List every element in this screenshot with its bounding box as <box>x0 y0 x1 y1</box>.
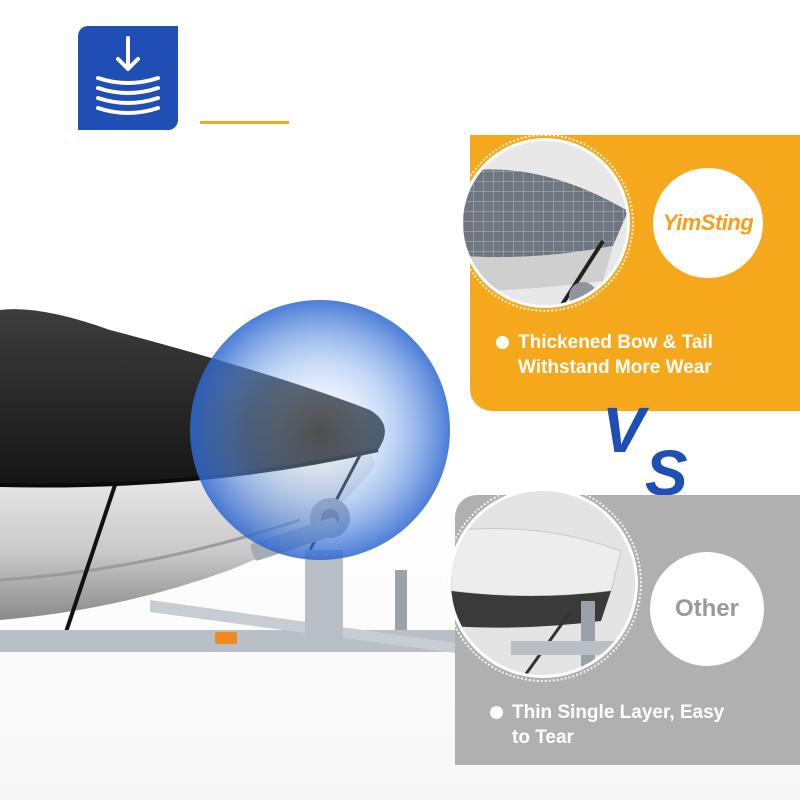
svg-text:S: S <box>645 437 688 500</box>
feature-line-1: Thin Single Layer, Easy <box>512 702 725 723</box>
accent-divider <box>200 121 289 124</box>
other-feature: Thin Single Layer, Easy to Tear <box>490 700 780 750</box>
bullet-icon <box>496 336 509 349</box>
yimsting-feature: Thickened Bow & Tail Withstand More Wear <box>496 330 786 380</box>
feature-line-2: Withstand More Wear <box>518 357 712 378</box>
boat-on-trailer-image <box>0 300 470 655</box>
other-name: Other <box>674 595 739 622</box>
feature-line-2: to Tear <box>512 727 574 748</box>
other-badge: Other <box>650 552 764 666</box>
svg-text:V: V <box>602 394 650 466</box>
feature-line-1: Thickened Bow & Tail <box>518 332 713 353</box>
closeup-dotted-ring <box>456 134 634 312</box>
download-lines-icon <box>96 36 160 115</box>
bullet-icon <box>490 706 503 719</box>
brand-name: YimSting <box>662 210 754 235</box>
download-badge <box>78 26 178 130</box>
vs-label: V S <box>602 394 688 500</box>
closeup-dotted-ring <box>444 484 642 682</box>
brand-badge: YimSting <box>653 168 763 278</box>
